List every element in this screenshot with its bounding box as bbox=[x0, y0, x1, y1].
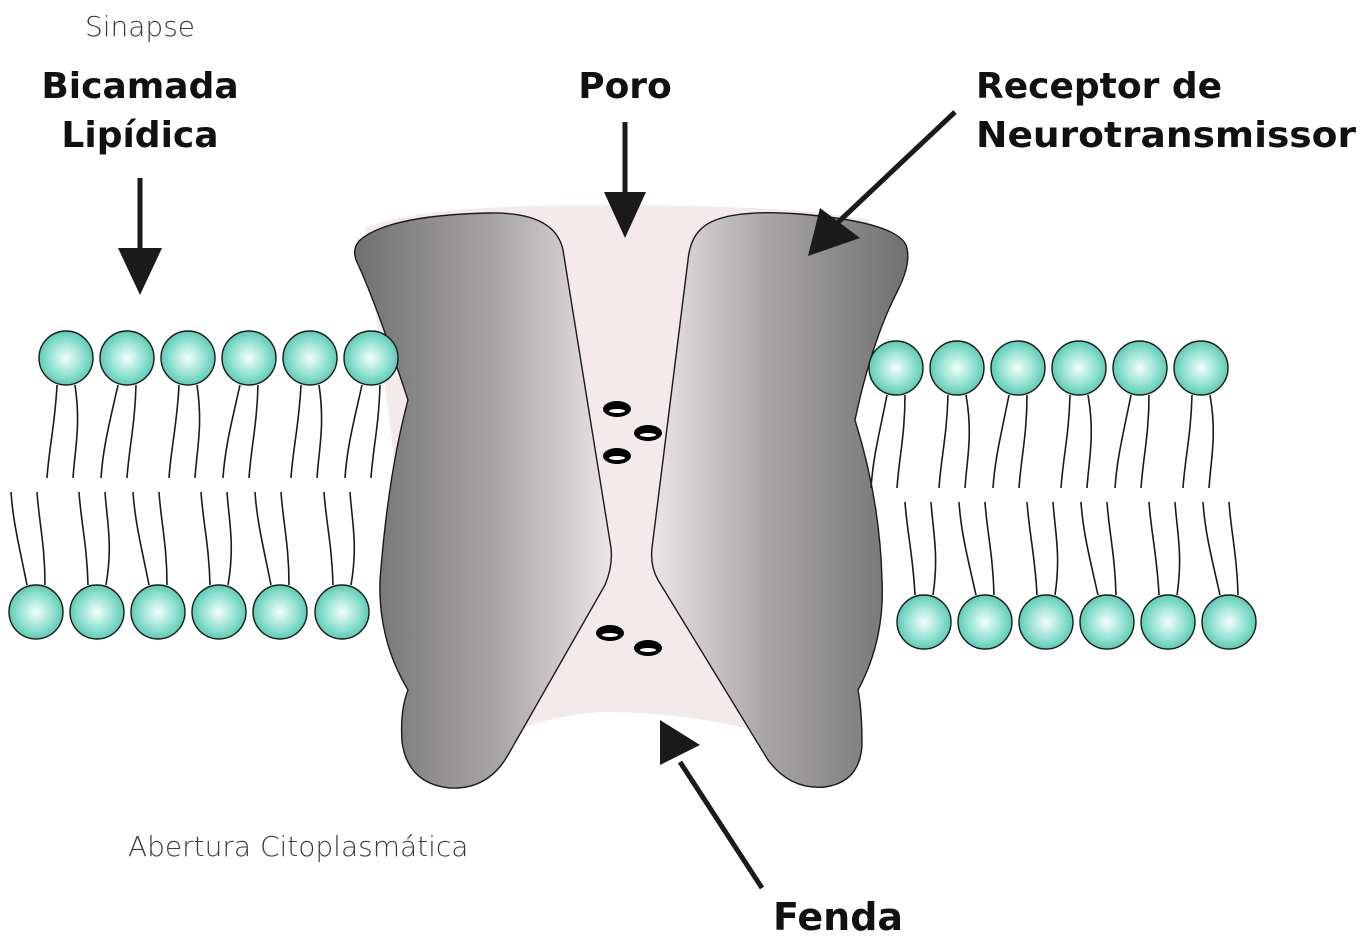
lipid-head bbox=[869, 341, 923, 395]
label-cleft: Fenda bbox=[773, 895, 903, 936]
lipid-tail bbox=[227, 492, 231, 585]
lipid-tail bbox=[1027, 502, 1037, 595]
lipid-head bbox=[1113, 341, 1167, 395]
lipid-tail bbox=[291, 385, 301, 478]
lipid-head bbox=[1080, 595, 1134, 649]
lipid-tail bbox=[133, 492, 149, 585]
lipid-head bbox=[70, 585, 124, 639]
lipid-head bbox=[897, 595, 951, 649]
lipid-tail bbox=[1107, 502, 1116, 595]
lipid-head bbox=[253, 585, 307, 639]
lipid-tail bbox=[985, 502, 994, 595]
lipid-tail bbox=[1053, 502, 1058, 595]
lipid-tail bbox=[255, 492, 271, 585]
lipid-tail bbox=[993, 395, 1009, 488]
lipid-head bbox=[1019, 595, 1073, 649]
lipid-tail bbox=[1175, 502, 1180, 595]
lipid-head bbox=[161, 331, 215, 385]
lipid-tail bbox=[931, 502, 936, 595]
lipid-tail bbox=[11, 492, 27, 585]
lipid-tail bbox=[1149, 502, 1159, 595]
lipid-tail bbox=[1203, 502, 1220, 595]
lipid-tail bbox=[101, 385, 118, 478]
ion bbox=[603, 448, 631, 464]
lipid-tail bbox=[281, 492, 289, 585]
lipid-head bbox=[9, 585, 63, 639]
lipid-tail bbox=[317, 385, 322, 478]
lipid-tail bbox=[350, 492, 354, 585]
lipid-tail bbox=[1229, 502, 1238, 595]
ion bbox=[603, 401, 631, 417]
lipid-head bbox=[930, 341, 984, 395]
lipid-tail bbox=[159, 492, 167, 585]
lipid-head bbox=[131, 585, 185, 639]
lipid-tail bbox=[1061, 395, 1070, 488]
lipid-tail bbox=[324, 492, 333, 585]
lipid-tail bbox=[1019, 395, 1027, 488]
lipid-tail bbox=[1081, 502, 1098, 595]
lipid-head bbox=[1174, 341, 1228, 395]
lipid-tail bbox=[105, 492, 109, 585]
lipid-tail bbox=[79, 492, 88, 585]
label-sinapse: Sinapse bbox=[85, 10, 195, 43]
lipid-tail bbox=[939, 395, 948, 488]
lipid-tail bbox=[905, 502, 915, 595]
lipid-tail bbox=[345, 385, 362, 478]
ion bbox=[634, 640, 662, 656]
lipid-tail bbox=[371, 385, 380, 478]
arrow-lipid-bilayer bbox=[118, 178, 162, 295]
lipid-tail bbox=[1115, 395, 1131, 488]
lipid-tail bbox=[1209, 395, 1213, 488]
lipid-head bbox=[100, 331, 154, 385]
lipid-head bbox=[1052, 341, 1106, 395]
lipid-tail bbox=[871, 395, 887, 488]
lipid-tail bbox=[73, 385, 78, 478]
label-abertura-citoplasmatica: Abertura Citoplasmática bbox=[128, 830, 468, 863]
lipid-tail bbox=[127, 385, 136, 478]
lipid-head bbox=[1202, 595, 1256, 649]
label-pore: Poro bbox=[578, 66, 672, 107]
lipid-head bbox=[958, 595, 1012, 649]
lipid-tail bbox=[201, 492, 210, 585]
label-lipid-bilayer-line1: Bicamada bbox=[41, 66, 238, 107]
lipid-head bbox=[1141, 595, 1195, 649]
lipid-head bbox=[283, 331, 337, 385]
lipid-tail bbox=[1087, 395, 1091, 488]
lipid-head bbox=[39, 331, 93, 385]
lipid-tail bbox=[195, 385, 200, 478]
lipid-head bbox=[192, 585, 246, 639]
lipid-head bbox=[315, 585, 369, 639]
label-receptor-line2: Neurotransmissor bbox=[976, 115, 1356, 156]
lipid-tail bbox=[959, 502, 976, 595]
lipid-tail bbox=[1183, 395, 1192, 488]
lipid-tail bbox=[223, 385, 240, 478]
lipid-tail bbox=[965, 395, 969, 488]
lipid-tail bbox=[249, 385, 258, 478]
ion bbox=[596, 625, 624, 641]
lipid-head bbox=[991, 341, 1045, 395]
arrow-cleft bbox=[660, 720, 762, 888]
lipid-tail bbox=[897, 395, 905, 488]
ion bbox=[634, 425, 662, 441]
lipid-head bbox=[344, 331, 398, 385]
lipid-tail bbox=[37, 492, 45, 585]
lipid-tail bbox=[47, 385, 57, 478]
label-lipid-bilayer-line2: Lipídica bbox=[61, 115, 218, 156]
lipid-tail bbox=[1141, 395, 1149, 488]
lipid-head bbox=[222, 331, 276, 385]
label-receptor-line1: Receptor de bbox=[976, 66, 1222, 107]
lipid-tail bbox=[169, 385, 179, 478]
